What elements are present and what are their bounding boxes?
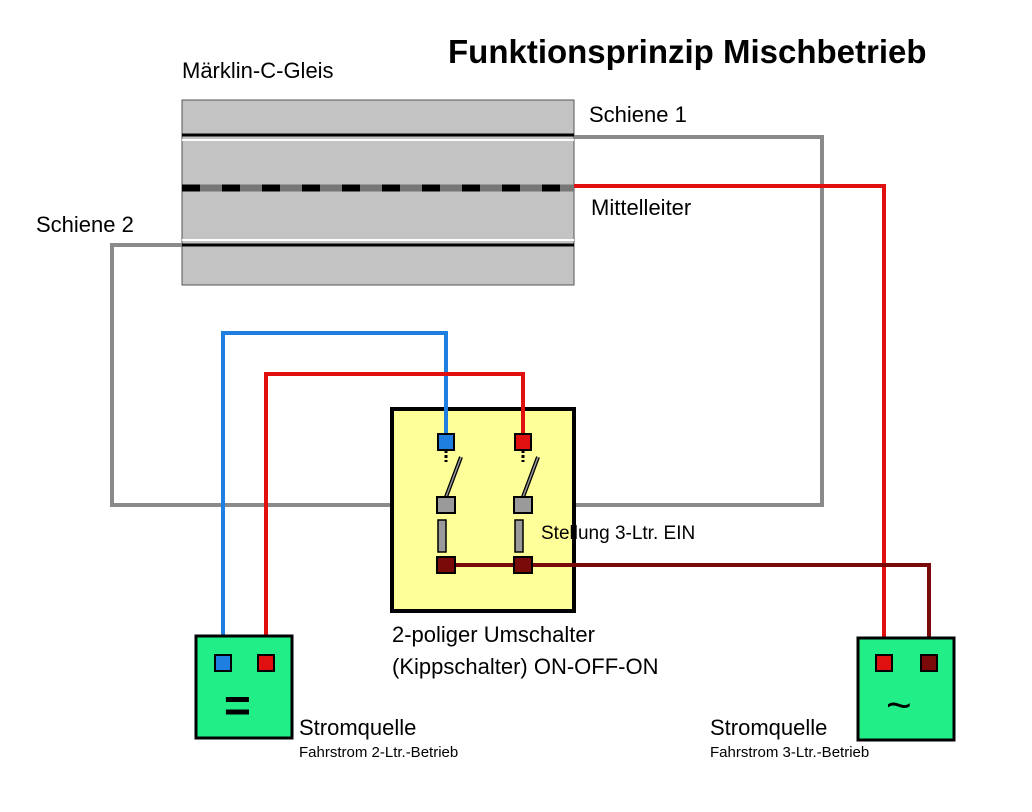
diagram-title: Funktionsprinzip Mischbetrieb (448, 33, 927, 70)
ac-terminal-red (875, 654, 893, 672)
switch-terminal-right-darkred (513, 556, 533, 574)
ac-source-sublabel: Fahrstrom 3-Ltr.-Betrieb (710, 744, 870, 761)
rail-1-label: Schiene 1 (589, 102, 687, 127)
dc-terminal-blue (214, 654, 232, 672)
red-wire-dc (264, 372, 525, 663)
track (181, 99, 575, 286)
ac-terminal-darkred (920, 654, 938, 672)
switch-terminal-left-common (436, 496, 456, 514)
dc-terminal-red (257, 654, 275, 672)
gray-wire-rail-2 (110, 243, 446, 507)
gray-wire-rail-1 (523, 135, 824, 507)
switch-label-line-2: (Kippschalter) ON-OFF-ON (392, 654, 659, 679)
dc-symbol: = (224, 679, 251, 731)
switch-position-label: Stellung 3-Ltr. EIN (541, 523, 696, 544)
red-wire-center (574, 184, 886, 663)
rail-2-label: Schiene 2 (36, 212, 134, 237)
switch-label-line-1: 2-poliger Umschalter (392, 622, 595, 647)
dc-source-sublabel: Fahrstrom 2-Ltr.-Betrieb (299, 744, 459, 761)
switch-terminal-red (514, 433, 532, 451)
ac-source-label: Stromquelle (710, 715, 828, 740)
switch-terminal-blue (437, 433, 455, 451)
switch-body (390, 407, 576, 613)
track-label: Märklin-C-Gleis (182, 58, 334, 83)
blue-wire-dc (221, 331, 448, 663)
dc-source-box (194, 634, 294, 740)
darkred-wire-ac (446, 563, 931, 663)
switch-pole-left (437, 450, 463, 553)
switch-terminal-left-darkred (436, 556, 456, 574)
switch-terminal-right-common (513, 496, 533, 514)
dc-source-label: Stromquelle (299, 715, 417, 740)
switch-pole-right (514, 450, 540, 553)
center-conductor-label: Mittelleiter (591, 195, 692, 220)
ac-symbol: ~ (886, 681, 912, 730)
